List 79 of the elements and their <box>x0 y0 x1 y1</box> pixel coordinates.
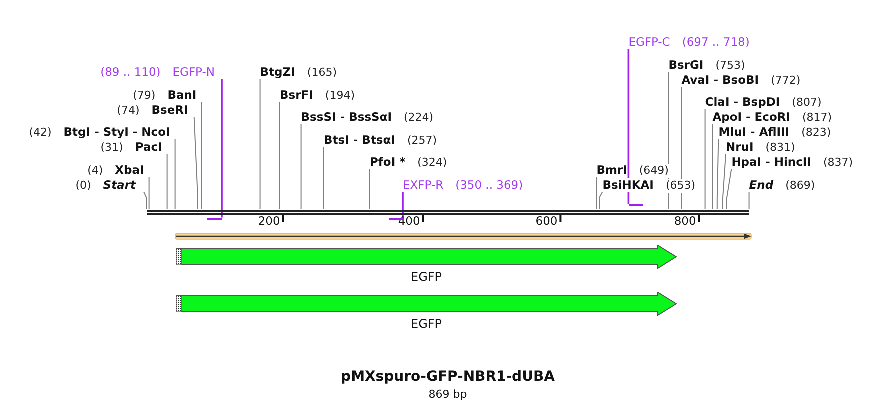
cut-position: (31) <box>100 141 124 155</box>
feature-label: EGFP <box>410 317 442 332</box>
primer-range: (350 .. 369) <box>456 178 524 192</box>
cut-position: (79) <box>133 89 156 103</box>
enzyme-name: AvaI - BsoBI <box>682 73 760 87</box>
primer-binding-mark <box>207 218 222 220</box>
primer-leader-line <box>402 192 404 218</box>
cut-position: (324) <box>418 156 448 170</box>
cut-position: (837) <box>824 156 854 170</box>
leader-line <box>201 102 202 210</box>
leader-line <box>166 154 168 210</box>
dna-backbone <box>146 210 750 215</box>
cut-position: (649) <box>639 164 669 178</box>
enzyme-name: MluI - AflIII <box>718 125 790 139</box>
feature-label: EGFP <box>410 270 442 284</box>
cut-position: (194) <box>325 89 356 103</box>
leader-line <box>681 86 682 210</box>
scale-label: 800 <box>674 214 696 228</box>
cut-position: (4) <box>88 164 104 178</box>
cut-position: (807) <box>792 96 822 110</box>
cut-position: (831) <box>766 141 796 155</box>
enzyme-name: BtgZI <box>260 65 296 79</box>
enzyme-name: BsrGI <box>668 58 704 72</box>
primer-name: EGFP-N <box>172 65 215 79</box>
enzyme-name: BssSI - BssSαI <box>301 110 392 124</box>
leader-line <box>260 78 261 210</box>
enzyme-name: XbaI <box>115 163 144 177</box>
scale-label: 400 <box>398 214 420 228</box>
sequence-end-label: Start <box>103 178 136 192</box>
enzyme-name: ClaI - BspDI <box>705 95 780 109</box>
leader-line <box>748 192 750 210</box>
primer-name: EGFP-C <box>628 35 670 49</box>
leader-line <box>712 124 714 210</box>
cut-position: (257) <box>407 134 438 148</box>
leader-line <box>726 168 732 210</box>
leader-line <box>148 176 150 210</box>
sequence-length: 869 bp <box>428 388 468 400</box>
enzyme-name: BtgI - StyI - NcoI <box>64 125 170 139</box>
enzyme-name: PfoI * <box>370 155 406 169</box>
scale-label: 600 <box>536 214 558 228</box>
cut-position: (224) <box>404 111 434 125</box>
leader-line <box>716 138 720 210</box>
leader-line <box>599 192 604 210</box>
enzyme-name: BsrFI <box>280 88 314 102</box>
leader-line <box>596 176 598 210</box>
primer-binding-mark <box>628 204 644 206</box>
primer-leader-line <box>221 79 223 218</box>
cut-position: (823) <box>802 126 832 140</box>
primer-name: EXFP-R <box>403 178 444 192</box>
cut-position: (42) <box>29 126 52 140</box>
cut-position: (653) <box>666 179 696 193</box>
leader-line <box>300 124 302 210</box>
primer-leader-line <box>628 49 630 204</box>
leader-line <box>704 108 706 210</box>
sequence-position: (869) <box>786 179 816 193</box>
primer-range: (697 .. 718) <box>682 35 750 49</box>
primer-range: (89 .. 110) <box>100 65 161 79</box>
leader-line <box>194 116 198 210</box>
cut-position: (772) <box>771 74 801 88</box>
leader-line <box>174 138 176 210</box>
enzyme-name: BseRI <box>152 103 188 117</box>
enzyme-name: BtsI - BtsαI <box>324 133 396 147</box>
sequence-position: (0) <box>76 179 92 193</box>
cut-position: (165) <box>307 66 338 80</box>
enzyme-name: PacI <box>135 140 162 154</box>
map-title: pMXspuro-GFP-NBR1-dUBA <box>341 369 555 386</box>
sequence-end-label: End <box>749 178 774 192</box>
enzyme-name: HpaI - HincII <box>732 155 812 169</box>
enzyme-name: NruI <box>726 140 754 154</box>
cut-position: (817) <box>802 111 832 125</box>
enzyme-name: BsiHKAI <box>602 178 654 192</box>
enzyme-name: BanI <box>168 88 197 102</box>
cut-position: (74) <box>117 104 140 118</box>
cut-position: (753) <box>716 59 746 73</box>
enzyme-name: ApoI - EcoRI <box>712 110 790 124</box>
scale-label: 200 <box>258 214 280 228</box>
leader-line <box>144 192 148 210</box>
leader-line <box>722 154 726 210</box>
enzyme-name: BmrI <box>596 163 628 177</box>
